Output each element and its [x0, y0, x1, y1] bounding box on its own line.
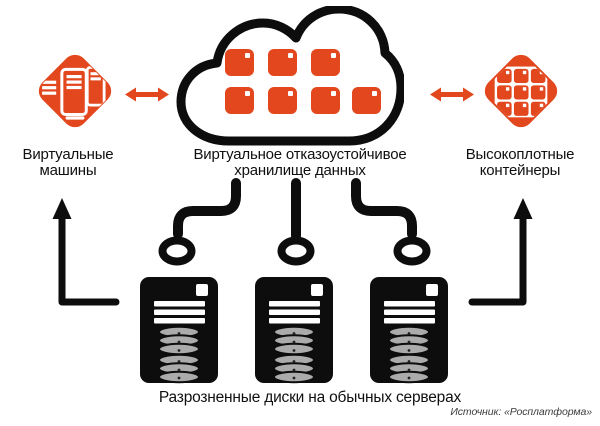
vm-label: Виртуальные машины — [22, 146, 114, 179]
server-towers — [140, 277, 448, 384]
virtual-machines-icon — [38, 54, 112, 128]
cable-left — [173, 178, 241, 239]
storage-label: Виртуальное отказоустойчивое хранилище д… — [193, 146, 407, 179]
cable-loop-right — [393, 236, 431, 266]
cable-right — [351, 178, 417, 239]
containers-label: Высокоплотные контейнеры — [465, 146, 575, 179]
server-tower-2 — [255, 277, 333, 384]
bidirectional-arrow-right — [430, 87, 474, 102]
high-density-containers-icon — [484, 54, 558, 128]
servers-to-containers-arrow — [468, 198, 533, 306]
server-tower-1 — [140, 277, 218, 384]
arrowhead-up — [52, 198, 72, 219]
servers-to-vm-arrow — [52, 198, 120, 306]
cable-loop-middle — [277, 236, 315, 266]
bidirectional-arrow-left — [125, 87, 169, 102]
servers-label: Разрозненные диски на обычных серверах — [158, 389, 462, 406]
container-grid-glyph — [494, 66, 548, 118]
server-card-glyph — [42, 66, 106, 120]
cable-loop-left — [158, 236, 196, 266]
server-tower-3 — [370, 277, 448, 384]
source-caption: Источник: «Росплатформа» — [450, 406, 592, 418]
storage-to-server-cables — [158, 178, 431, 266]
cloud-storage-icon — [176, 6, 404, 146]
storage-blocks — [225, 49, 381, 114]
arrowhead-up — [513, 198, 533, 219]
